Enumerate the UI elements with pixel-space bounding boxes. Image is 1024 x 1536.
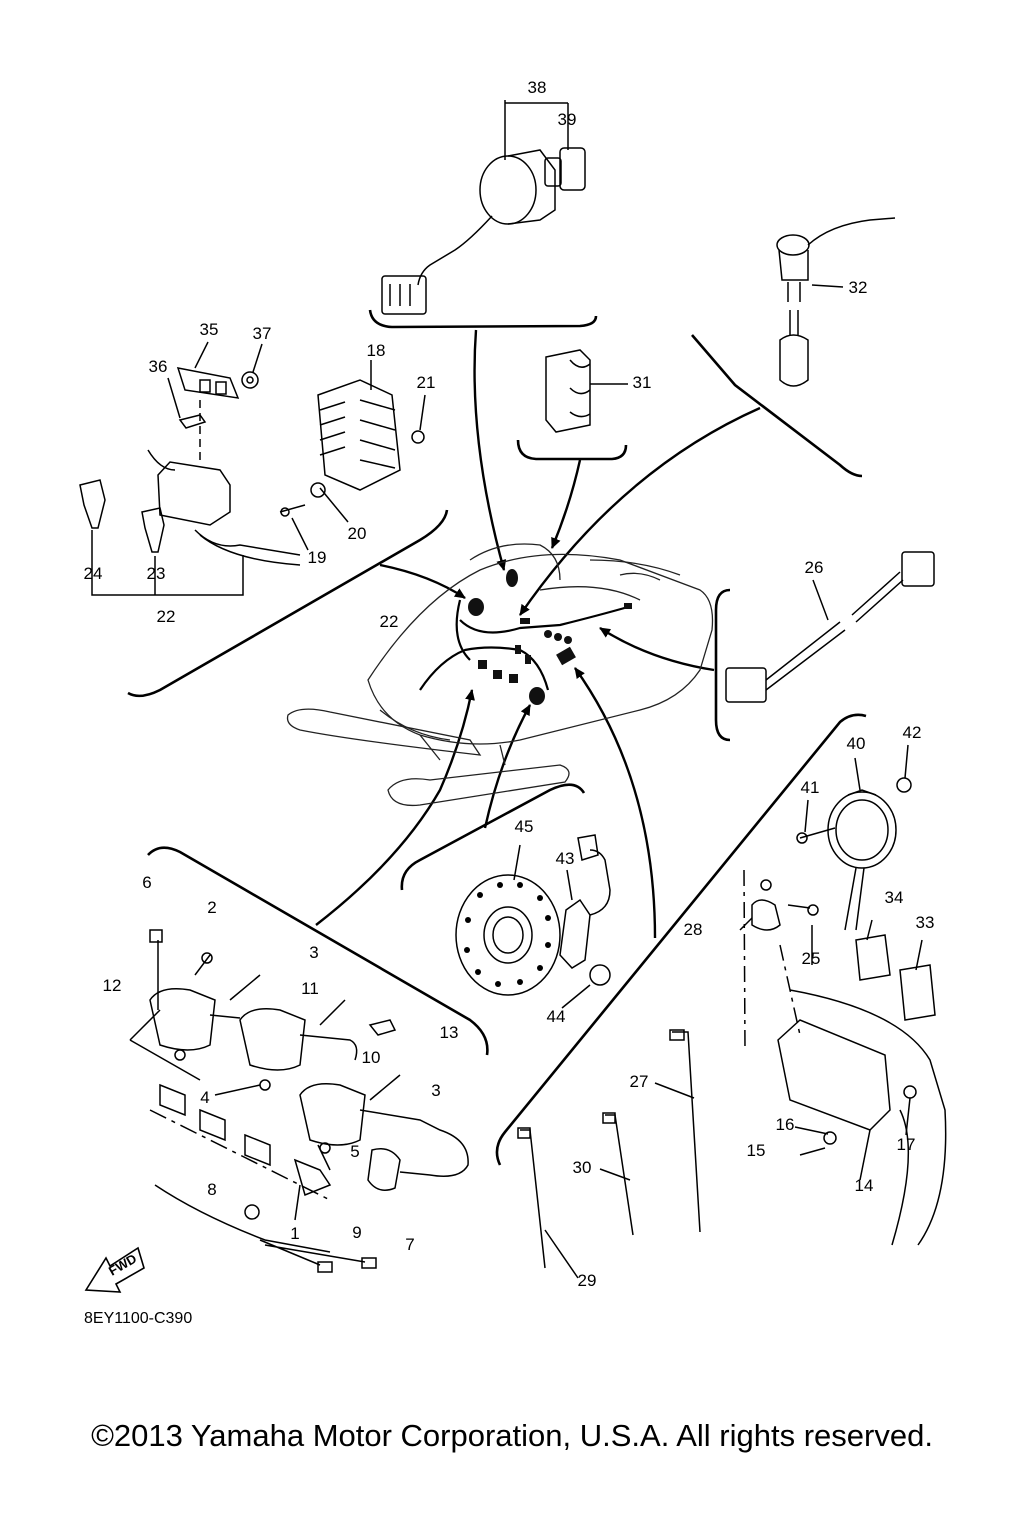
callout-39: 39 [557,110,577,129]
callout-25: 25 [801,949,821,968]
callout-22b: 22 [379,612,399,631]
diagram-part-code: 8EY1100-C390 [84,1310,193,1327]
callout-7: 7 [405,1235,415,1254]
callout-29: 29 [577,1271,597,1290]
callout-3b: 3 [431,1081,441,1100]
callout-30: 30 [572,1158,592,1177]
callout-1: 1 [290,1224,300,1243]
callout-23: 23 [146,564,166,583]
callout-37: 37 [252,324,272,343]
callout-9: 9 [352,1223,362,1242]
callout-24: 24 [83,564,103,583]
callout-26: 26 [804,558,824,577]
callout-35: 35 [199,320,219,339]
callout-45: 45 [514,817,534,836]
callout-31: 31 [632,373,652,392]
callout-3a: 3 [309,943,319,962]
part-32 [777,218,895,386]
part-31 [546,350,628,432]
callout-34: 34 [884,888,904,907]
callout-36: 36 [148,357,168,376]
callout-6: 6 [142,873,152,892]
callout-16: 16 [775,1115,795,1134]
callout-43: 43 [555,849,575,868]
callout-4: 4 [200,1088,210,1107]
callout-21: 21 [416,373,436,392]
callout-38: 38 [527,78,547,97]
callout-40: 40 [846,734,866,753]
callout-19: 19 [307,548,327,567]
callout-42: 42 [902,723,922,742]
fuse-regulator-group [80,342,425,595]
group-brackets [128,310,866,1165]
callout-5: 5 [350,1142,360,1161]
callout-12: 12 [102,976,122,995]
callout-18: 18 [366,341,386,360]
callout-13: 13 [439,1023,459,1042]
callout-11: 11 [301,979,319,998]
vehicle-components [468,569,632,705]
callout-41: 41 [800,778,820,797]
callout-14: 14 [854,1176,874,1195]
leader-arrows [316,330,760,938]
callout-15: 15 [746,1141,766,1160]
callout-32: 32 [848,278,868,297]
callout-20: 20 [347,524,367,543]
fwd-arrow: FWD [86,1248,144,1292]
callout-33: 33 [915,913,935,932]
main-switch [382,100,585,314]
callout-8: 8 [207,1180,217,1199]
callout-27: 27 [629,1072,649,1091]
callout-44: 44 [546,1007,566,1026]
part-26-harness [726,552,934,702]
callout-28: 28 [683,920,703,939]
magneto-group [456,835,610,1008]
callout-2: 2 [207,898,217,917]
vehicle-harness [420,600,628,690]
right-group [518,745,946,1278]
ignition-coil-group [130,930,468,1272]
callout-10: 10 [361,1048,381,1067]
copyright-notice: ©2013 Yamaha Motor Corporation, U.S.A. A… [91,1418,933,1453]
callout-17: 17 [896,1135,916,1154]
snowmobile-outline [288,544,713,805]
callout-22a: 22 [156,607,176,626]
